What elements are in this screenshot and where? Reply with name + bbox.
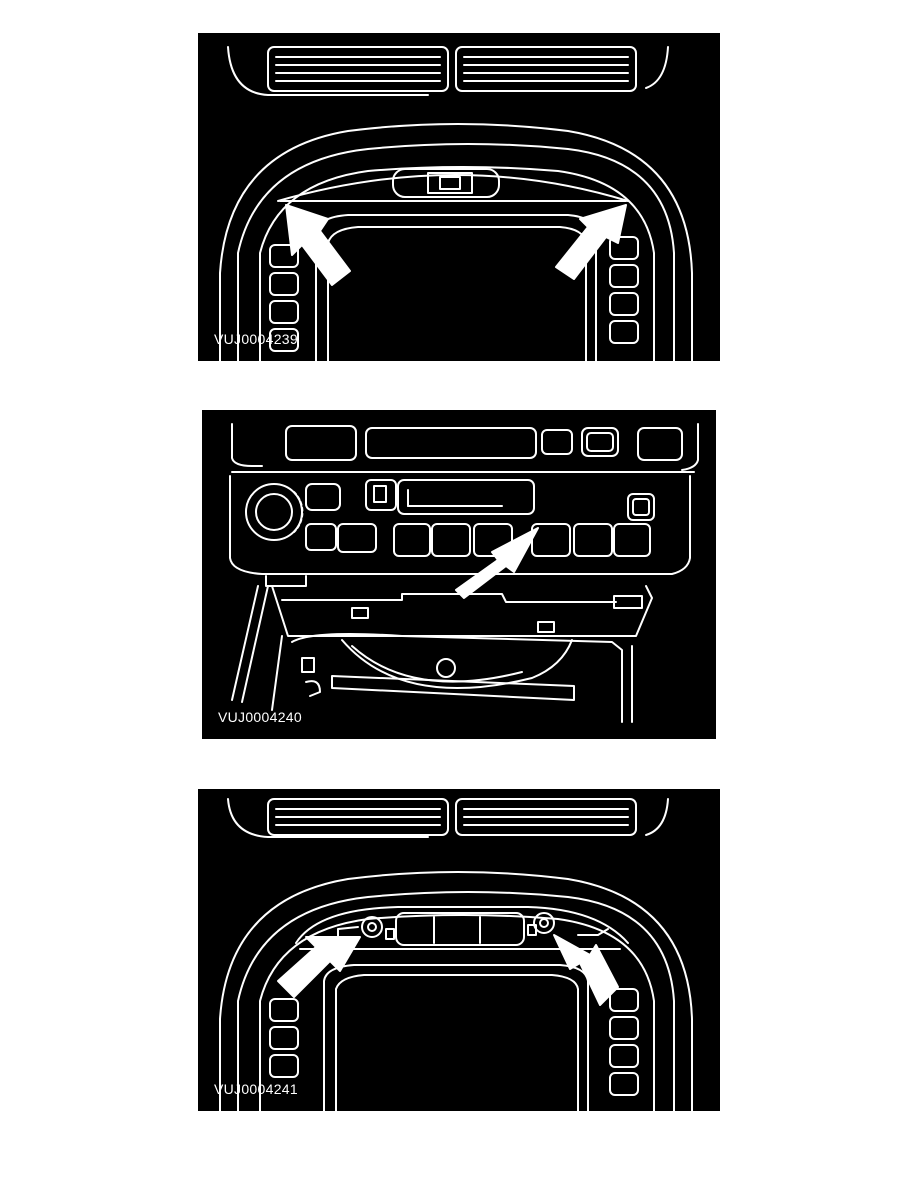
- radio-display: [365, 427, 537, 459]
- right-air-vent: [455, 798, 637, 836]
- rotary-knob: [245, 483, 303, 541]
- figure-id-label: VUJ0004239: [214, 331, 298, 347]
- left-air-vent: [267, 798, 449, 836]
- cassette-slot: [397, 479, 535, 515]
- screw-right: [533, 912, 555, 934]
- climate-control-panel-drawing: [229, 423, 699, 723]
- left-air-vent: [267, 46, 449, 92]
- illustration-figure-3: VUJ0004241: [198, 789, 720, 1111]
- illustration-figure-1: VUJ0004239: [198, 33, 720, 361]
- right-air-vent: [455, 46, 637, 92]
- screw-left: [361, 916, 383, 938]
- arrow-left-icon: [285, 204, 351, 286]
- figure-id-label: VUJ0004240: [218, 709, 302, 725]
- arrow-left-icon: [277, 936, 361, 998]
- clock-display: [392, 168, 500, 198]
- console-screws-drawing: [219, 798, 693, 1111]
- arrow-right-icon: [555, 204, 627, 280]
- arrow-diagonal-icon: [455, 527, 539, 599]
- figure-id-label: VUJ0004241: [214, 1081, 298, 1097]
- dashboard-center-console-drawing: [219, 46, 693, 361]
- arrow-right-icon: [553, 934, 619, 1006]
- illustration-figure-2: VUJ0004240: [202, 410, 716, 739]
